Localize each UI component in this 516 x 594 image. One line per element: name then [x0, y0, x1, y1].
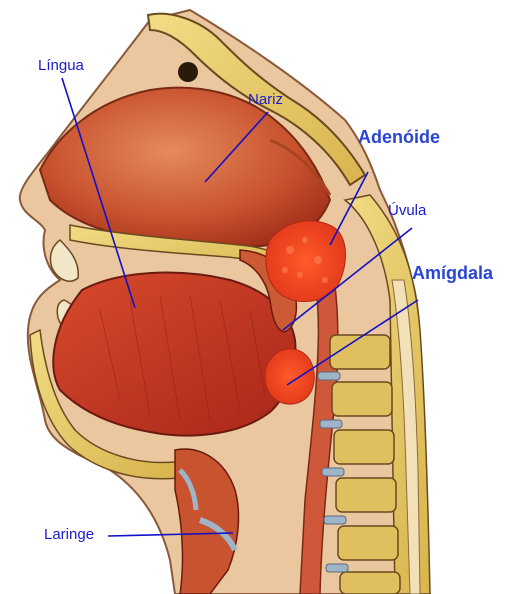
label-uvula: Úvula — [388, 203, 426, 218]
label-nariz: Nariz — [248, 92, 283, 107]
label-adenoide: Adenóide — [358, 128, 440, 146]
tongue — [53, 273, 295, 436]
label-laringe: Laringe — [44, 527, 94, 542]
tonsil-tissue — [265, 349, 314, 404]
label-amigdala: Amígdala — [412, 264, 493, 282]
label-lingua: Língua — [38, 58, 84, 73]
